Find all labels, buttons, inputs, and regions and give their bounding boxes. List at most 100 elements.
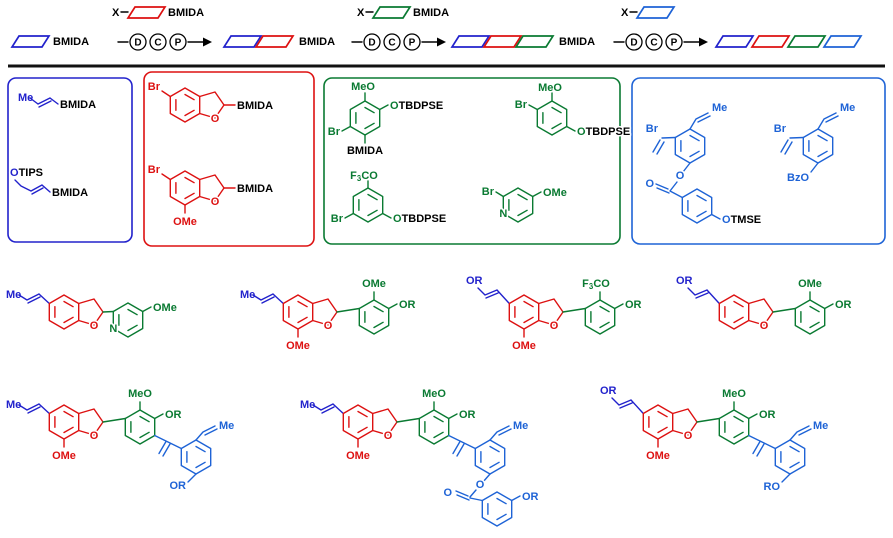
biaryl-bond (772, 307, 796, 313)
me-label: Me (813, 420, 828, 432)
cycle-step-circle (625, 33, 643, 51)
or-label: OR (170, 480, 187, 492)
parallelogram-block (11, 35, 50, 48)
ome-label: OMe (543, 187, 567, 199)
bond (810, 162, 819, 173)
bmida-label: BMIDA (559, 36, 595, 48)
vinylidene-bonds (448, 434, 476, 457)
arrowhead (203, 37, 212, 47)
bb-otips-allyl-bmida: OTIPS BMIDA (9, 166, 90, 201)
bond (495, 191, 504, 198)
vinylidene-bonds (652, 136, 676, 155)
bmida-label: BMIDA (168, 7, 204, 19)
or-label: OR (399, 299, 416, 311)
couple-label: C (650, 38, 657, 49)
x-label: X (621, 7, 629, 19)
allyl-bonds (611, 397, 644, 415)
arrowhead (437, 37, 446, 47)
otmse-label: OTMSE (722, 214, 761, 226)
benzene-ring (124, 409, 156, 445)
ester-oxygen-label: O (676, 170, 685, 182)
cycle-step-circle (363, 33, 381, 51)
cycle-step-circle (383, 33, 401, 51)
br-label: Br (148, 164, 161, 176)
parallelogram-block (223, 35, 262, 48)
bond (187, 473, 197, 483)
otbdpse-label: OTBDPSE (390, 100, 443, 112)
product-6: Me O OMe MeO OR Me O O OR (299, 387, 540, 527)
purify-label: P (175, 38, 182, 49)
or-label: OR (522, 491, 539, 503)
divider-rule (8, 64, 885, 68)
bond (341, 125, 351, 132)
cycle-step-circle (129, 33, 147, 51)
building-block-box-red (143, 71, 315, 247)
cycle-step-circle (149, 33, 167, 51)
furan-oxygen-label: O (324, 320, 333, 332)
biaryl-bond (696, 417, 720, 423)
ome-label: OMe (646, 450, 670, 462)
br-label: Br (328, 126, 341, 138)
propenyl-bonds (489, 425, 512, 441)
bond (528, 104, 538, 111)
cycle-step-circle (403, 33, 421, 51)
purify-label: P (671, 38, 678, 49)
incoming-block-navy: X (620, 6, 675, 21)
incoming-block-green: X BMIDA (356, 6, 451, 21)
bond (532, 191, 542, 198)
br-label: Br (774, 123, 787, 135)
br-label: Br (482, 186, 495, 198)
or-label: OR (835, 299, 852, 311)
ester-oxygen-label: O (476, 479, 485, 491)
ome-label: OMe (153, 302, 177, 314)
incoming-block-red: X BMIDA (111, 6, 206, 21)
cycle-step-circle (665, 33, 683, 51)
bb-bromobenzofuran-bmida: O Br BMIDA (146, 80, 274, 127)
carbonyl-oxygen-label: O (443, 487, 452, 499)
bond (614, 303, 624, 310)
benzene-ring (681, 188, 713, 224)
propenyl-bonds (29, 97, 59, 108)
br-label: Br (646, 123, 659, 135)
benzene-ring (481, 491, 513, 527)
purify-label: P (409, 38, 416, 49)
building-block-box-blue (7, 77, 133, 243)
x-label: X (112, 7, 120, 19)
me-label: Me (240, 289, 255, 301)
biaryl-bond (102, 417, 127, 423)
building-block-box-navy (631, 77, 886, 245)
product-3: OR O OMe F3CO OR (465, 274, 644, 354)
propenyl-bonds (817, 112, 839, 130)
biaryl-bond (396, 417, 420, 423)
biaryl-bond (336, 307, 360, 313)
or-label: OR (625, 299, 642, 311)
bond (344, 212, 354, 219)
benzene-ring (342, 404, 374, 440)
x-label: X (357, 7, 365, 19)
benzene-ring (358, 299, 390, 335)
bond (448, 413, 458, 420)
benzene-ring (352, 187, 384, 223)
parallelogram-block (787, 35, 826, 48)
bb-bromostyrenyl-bzo: Br Me BzO (772, 101, 857, 186)
benzene-ring (349, 100, 381, 136)
parallelogram-block (127, 6, 166, 19)
couple-label: C (154, 38, 161, 49)
parallelogram-block (823, 35, 862, 48)
me-label: Me (6, 399, 21, 411)
propenyl-bonds (18, 403, 50, 415)
bond (711, 213, 721, 220)
chain-3: BMIDA (451, 35, 597, 50)
ome-label: OMe (173, 216, 197, 228)
or-label: OR (459, 409, 476, 421)
f3co-label: F3CO (582, 278, 610, 291)
me-label: Me (18, 92, 33, 104)
benzene-ring (802, 128, 834, 164)
ome-label: OMe (512, 340, 536, 352)
bb-meo-bromoaryl-otbdpse-bmida: MeO Br OTBDPSE BMIDA (326, 80, 444, 159)
biaryl-bond (562, 307, 586, 313)
product-4: OR O OMe OR (675, 274, 853, 335)
bb-meo-bromoaryl-otbdpse: MeO Br OTBDPSE (513, 81, 631, 140)
